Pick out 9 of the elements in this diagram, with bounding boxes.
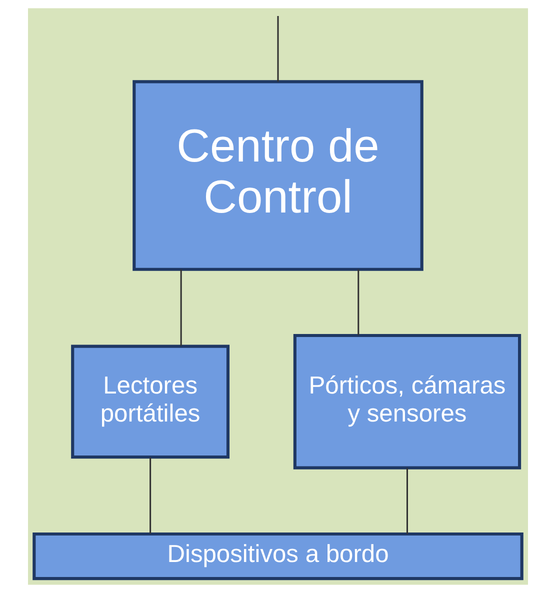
node-box: Lectores portátiles bbox=[70, 344, 230, 459]
node-box: Dispositivos a bordo bbox=[32, 532, 523, 580]
node-box: Centro de Control bbox=[132, 80, 423, 271]
connector bbox=[180, 269, 182, 346]
node-box: Pórticos, cámaras y sensores bbox=[292, 334, 521, 470]
connector bbox=[149, 457, 151, 534]
connector bbox=[357, 269, 359, 336]
connector bbox=[276, 16, 278, 82]
connector bbox=[406, 468, 408, 534]
